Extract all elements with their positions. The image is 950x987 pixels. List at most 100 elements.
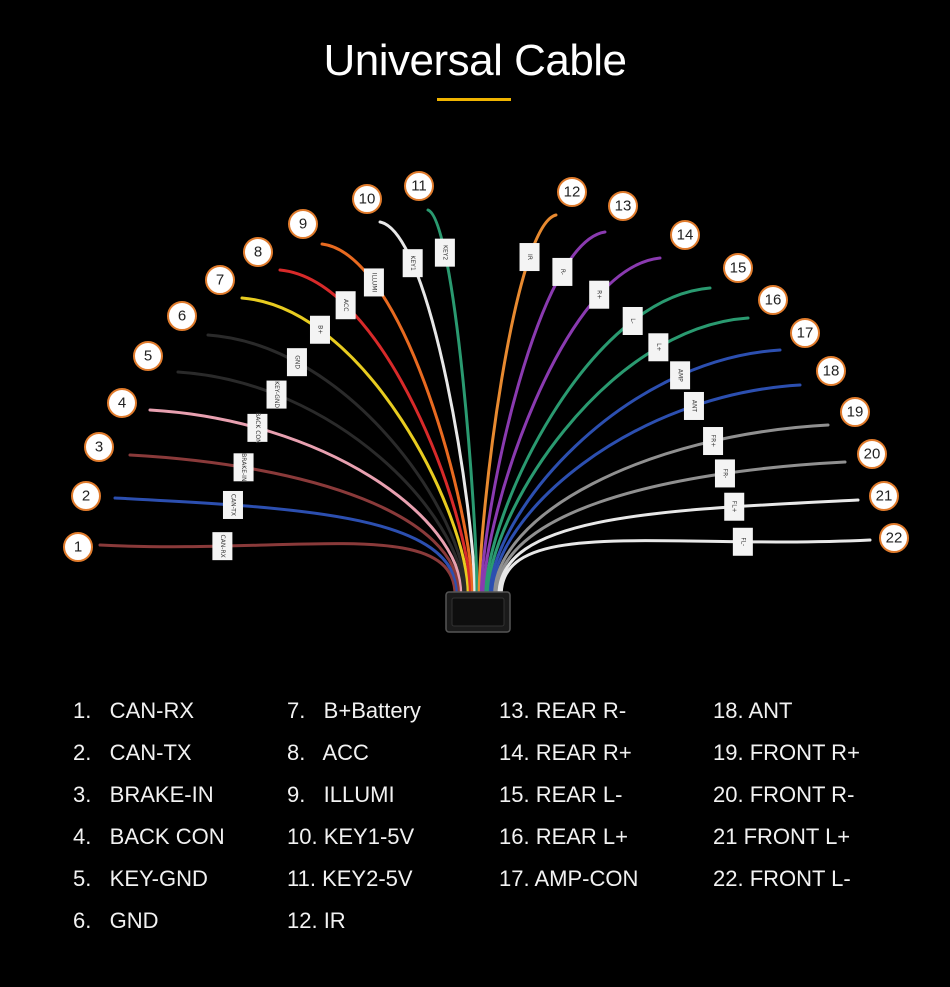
wire-tag-text: BRAKE-IN [240, 453, 247, 481]
pin-badge-21: 21 [869, 481, 899, 511]
pin-badge-7: 7 [205, 265, 235, 295]
pin-badge-2: 2 [71, 481, 101, 511]
wire-6 [206, 333, 468, 597]
pin-badge-number: 7 [216, 271, 224, 288]
pin-badge-number: 4 [118, 394, 126, 411]
wire-tag-text: FR+ [710, 435, 717, 448]
pin-badge-4: 4 [107, 388, 137, 418]
wire-2 [113, 496, 459, 597]
wire-17 [488, 348, 782, 597]
pin-badge-number: 9 [299, 215, 307, 232]
pin-badge-20: 20 [857, 439, 887, 469]
legend-item: 9. ILLUMI [287, 782, 395, 807]
wire-16 [486, 316, 750, 597]
pin-badge-15: 15 [723, 253, 753, 283]
wire-7 [240, 296, 470, 597]
legend-item: 20. FRONT R- [713, 782, 855, 807]
legend-item: 6. GND [73, 908, 159, 933]
wire-tag-text: KEY1 [409, 256, 416, 271]
wire-tag-text: L+ [655, 343, 662, 351]
legend-item: 1. CAN-RX [73, 698, 195, 723]
pin-badge-14: 14 [670, 220, 700, 250]
legend-item: 17. AMP-CON [499, 866, 639, 891]
wire-tag-text: ILLUMI [370, 273, 377, 293]
pin-badge-number: 10 [359, 190, 376, 207]
wire-tag-text: GND [293, 355, 300, 369]
pin-badge-6: 6 [167, 301, 197, 331]
wire-tag-text: FR- [721, 469, 728, 479]
wire-tag-9: ILLUMI [363, 268, 384, 297]
wire-tag-17: AMP [670, 361, 691, 390]
pin-badge-13: 13 [608, 191, 638, 221]
page-title: Universal Cable [323, 36, 627, 85]
wire-tag-text: R- [559, 269, 566, 275]
pin-badge-number: 5 [144, 347, 152, 364]
pin-badge-8: 8 [243, 237, 273, 267]
wire-12 [477, 213, 558, 597]
wire-tag-text: KEY-GND [273, 381, 280, 408]
wire-tag-text: FL- [739, 537, 746, 546]
legend-item: 14. REAR R+ [499, 740, 632, 765]
wire-15 [484, 286, 712, 597]
legend-item: 7. B+Battery [287, 698, 421, 723]
pin-badge-19: 19 [840, 397, 870, 427]
wire-tag-text: ANT [690, 400, 697, 413]
pin-badge-number: 16 [765, 291, 782, 308]
pin-badge-22: 22 [879, 523, 909, 553]
legend-item: 4. BACK CON [73, 824, 225, 849]
wire-tag-text: BACK CON [254, 412, 261, 444]
wire-20 [495, 460, 847, 597]
wire-tag-3: BRAKE-IN [233, 453, 254, 481]
wire-14 [482, 256, 662, 597]
legend-item: 12. IR [287, 908, 346, 933]
wire-10 [378, 220, 477, 597]
wire-tag-10: KEY1 [402, 249, 423, 278]
wire-tag-13: R- [552, 257, 573, 286]
wire-tag-21: FL+ [724, 492, 745, 521]
wire-18 [490, 383, 802, 597]
legend-item: 8. ACC [287, 740, 369, 765]
wire-tag-text: CAN-TX [229, 494, 236, 516]
legend-item: 10. KEY1-5V [287, 824, 415, 849]
wire-tag-text: CAN-RX [219, 535, 226, 558]
pin-badge-number: 11 [411, 177, 427, 194]
pin-badge-number: 8 [254, 243, 262, 260]
pin-badge-number: 2 [82, 487, 90, 504]
wire-tag-19: FR+ [703, 427, 724, 456]
legend-item: 13. REAR R- [499, 698, 627, 723]
wire-3 [128, 453, 461, 597]
pin-badge-11: 11 [404, 171, 434, 201]
pin-badge-1: 1 [63, 532, 93, 562]
wire-tag-text: R+ [596, 290, 603, 299]
wire-tag-2: CAN-TX [222, 490, 243, 519]
wire-tag-14: R+ [589, 280, 610, 309]
wire-13 [479, 230, 607, 597]
wire-tag-18: ANT [683, 391, 704, 420]
wire-tag-20: FR- [714, 459, 735, 488]
pin-badge-number: 15 [730, 259, 747, 276]
connector-plug [445, 591, 511, 633]
legend-item: 18. ANT [713, 698, 793, 723]
wire-11 [426, 208, 479, 597]
wire-tag-11: KEY2 [434, 238, 455, 267]
pin-badge-number: 12 [564, 183, 581, 200]
pin-badge-number: 1 [74, 538, 82, 555]
wire-21 [497, 498, 860, 597]
wire-tag-15: L- [622, 306, 643, 335]
pin-badge-number: 14 [677, 226, 694, 243]
wire-tag-5: KEY-GND [266, 380, 287, 409]
wire-tag-8: ACC [335, 291, 356, 320]
wire-4 [148, 408, 464, 597]
wire-5 [176, 370, 466, 597]
wire-tag-12: IR [519, 243, 540, 272]
legend-column-3: 13. REAR R-14. REAR R+15. REAR L-16. REA… [499, 690, 638, 900]
pin-badge-3: 3 [84, 432, 114, 462]
wire-tag-text: AMP [677, 369, 684, 382]
title-underline [437, 98, 511, 101]
